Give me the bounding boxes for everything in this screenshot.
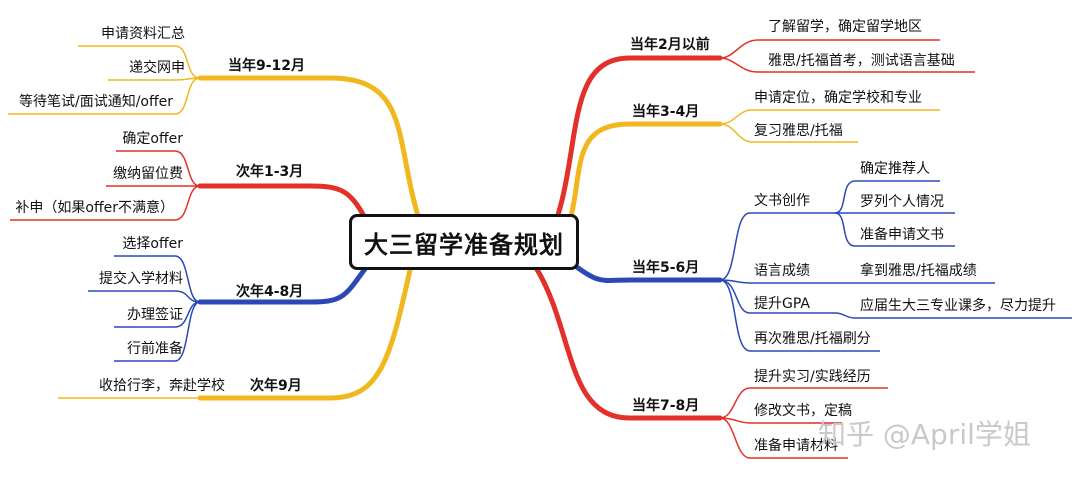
- l4-item-1: 收拾行李，奔赴学校: [99, 378, 225, 394]
- branch-l4-label: 次年9月: [250, 378, 302, 394]
- branch-r2-label: 当年3-4月: [632, 104, 700, 120]
- link-l3: [197, 259, 373, 305]
- branch-r4-label: 当年7-8月: [632, 398, 700, 414]
- branch-r1-label: 当年2月以前: [630, 37, 710, 53]
- r3-retake: 再次雅思/托福刷分: [754, 331, 871, 347]
- r3-writing-label: 文书创作: [754, 193, 810, 209]
- r4-item-3: 准备申请材料: [754, 438, 838, 454]
- branch-l1-label: 当年9-12月: [228, 58, 306, 74]
- l3-item-4: 行前准备: [127, 341, 183, 357]
- link-r4: [532, 263, 723, 421]
- r3-writing-item-3: 准备申请文书: [860, 227, 944, 243]
- central-topic: 大三留学准备规划: [349, 214, 579, 270]
- r3-gpa-item: 应届生大三专业课多，尽力提升: [860, 298, 1056, 314]
- r3-lang-label: 语言成绩: [754, 263, 810, 279]
- branch-r3-label: 当年5-6月: [632, 260, 700, 276]
- l1-item-1: 申请资料汇总: [101, 26, 185, 42]
- l3-item-3: 办理签证: [127, 307, 183, 323]
- r3-lang-item: 拿到雅思/托福成绩: [860, 263, 977, 279]
- link-l1: [197, 75, 421, 219]
- r4-item-1: 提升实习/实践经历: [754, 369, 871, 385]
- r1-item-2: 雅思/托福首考，测试语言基础: [768, 53, 955, 69]
- branch-l3-label: 次年4-8月: [236, 284, 304, 300]
- link-r1: [545, 55, 723, 245]
- r1-item-1: 了解留学，确定留学地区: [768, 19, 922, 35]
- l1-item-3: 等待笔试/面试通知/offer: [18, 94, 173, 110]
- link-r2: [557, 121, 723, 249]
- link-l4: [197, 267, 413, 401]
- branch-l2-label: 次年1-3月: [236, 164, 304, 180]
- r4-item-2: 修改文书，定稿: [754, 403, 852, 419]
- r3-writing-item-2: 罗列个人情况: [860, 194, 944, 210]
- r3-writing-item-1: 确定推荐人: [860, 161, 930, 177]
- l1-item-2: 递交网申: [129, 60, 185, 76]
- l2-item-1: 确定offer: [122, 131, 183, 147]
- r2-item-1: 申请定位，确定学校和专业: [754, 90, 922, 106]
- l2-item-2: 缴纳留位费: [113, 166, 183, 182]
- l2-item-3: 补申（如果offer不满意）: [15, 200, 174, 216]
- l3-item-2: 提交入学材料: [99, 271, 183, 287]
- r2-item-2: 复习雅思/托福: [754, 123, 843, 139]
- watermark: 知乎 @April学姐: [818, 418, 1031, 451]
- link-l2: [197, 183, 368, 221]
- l3-item-1: 选择offer: [122, 236, 183, 252]
- link-r3: [567, 259, 723, 283]
- r3-gpa-label: 提升GPA: [754, 296, 810, 312]
